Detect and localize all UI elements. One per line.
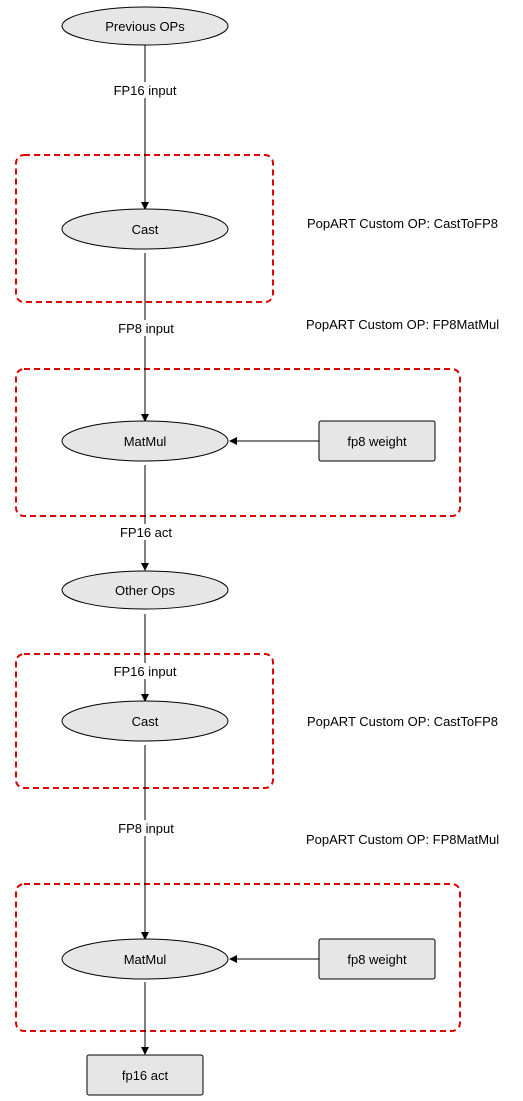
previous-ops-label: Previous OPs xyxy=(105,19,185,34)
annotation-fp8-matmul-2: PopART Custom OP: FP8MatMul xyxy=(306,832,499,847)
fp8-weight-label-2: fp8 weight xyxy=(347,952,407,967)
edge-label-bg xyxy=(109,82,181,98)
edge-label-bg xyxy=(115,524,177,540)
edge-label-fp16-act: FP16 act xyxy=(120,525,172,540)
cast-node-2 xyxy=(61,700,229,742)
edge-label-fp8-input-2: FP8 input xyxy=(118,821,174,836)
fp8-matmul-group-2 xyxy=(15,883,461,1032)
annotation-cast-to-fp8-1: PopART Custom OP: CastToFP8 xyxy=(307,216,498,231)
previous-ops-node xyxy=(61,6,229,46)
matmul-node-2 xyxy=(61,938,229,980)
matmul-label-1: MatMul xyxy=(124,434,167,449)
cast-label-2: Cast xyxy=(132,714,159,729)
annotation-cast-to-fp8-2: PopART Custom OP: CastToFP8 xyxy=(307,714,498,729)
cast-label-1: Cast xyxy=(132,222,159,237)
arrowhead xyxy=(141,202,149,210)
fp8-weight-node-1 xyxy=(318,420,436,462)
arrowhead xyxy=(229,437,237,445)
matmul-label-2: MatMul xyxy=(124,952,167,967)
arrowhead xyxy=(141,563,149,571)
fp8-weight-label-1: fp8 weight xyxy=(347,434,407,449)
edge-label-fp16-input-2: FP16 input xyxy=(114,664,177,679)
edge-label-fp16-input-1: FP16 input xyxy=(114,83,177,98)
matmul-node-1 xyxy=(61,420,229,462)
edge-label-bg xyxy=(109,663,181,679)
fp8-matmul-group-1 xyxy=(15,368,461,517)
annotation-fp8-matmul-1: PopART Custom OP: FP8MatMul xyxy=(306,317,499,332)
arrowhead xyxy=(141,1047,149,1055)
edge-label-bg xyxy=(115,320,177,336)
arrowhead xyxy=(141,694,149,702)
fp16-act-output-node xyxy=(86,1054,204,1096)
other-ops-label: Other Ops xyxy=(115,583,175,598)
arrowhead xyxy=(141,932,149,940)
arrowhead xyxy=(229,955,237,963)
arrowhead xyxy=(141,414,149,422)
cast-node-1 xyxy=(61,208,229,250)
edge-label-bg xyxy=(115,820,177,836)
fp8-weight-node-2 xyxy=(318,938,436,980)
fp16-act-output-label: fp16 act xyxy=(122,1068,169,1083)
other-ops-node xyxy=(61,570,229,610)
edge-label-fp8-input-1: FP8 input xyxy=(118,321,174,336)
